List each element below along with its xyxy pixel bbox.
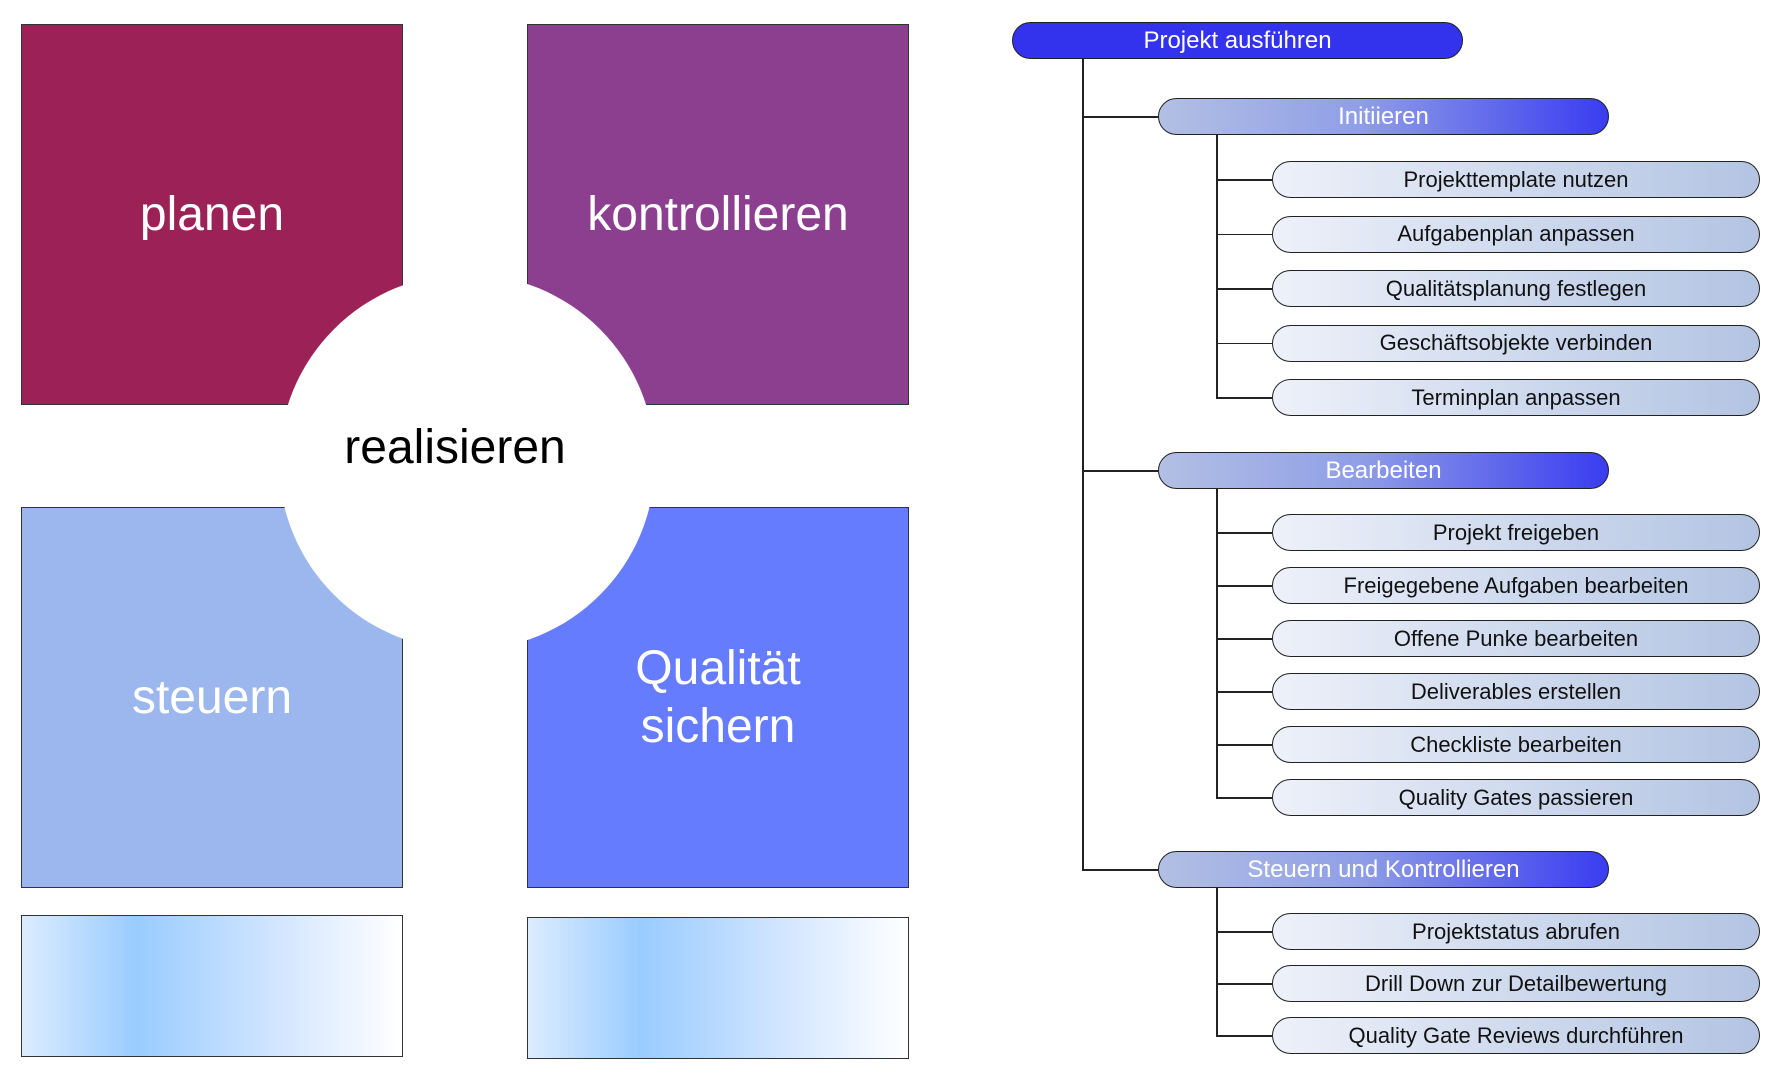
tree-item-label: Terminplan anpassen — [1411, 384, 1621, 410]
tree-item-label: Geschäftsobjekte verbinden — [1379, 330, 1653, 355]
tree-category-label: Initiieren — [1338, 102, 1429, 130]
tree-item-node: Terminplan anpassen — [1272, 379, 1760, 416]
category-connector-trunk — [1216, 489, 1218, 797]
quadrant-qualitaet-label: Qualität sichern — [635, 641, 801, 753]
quadrant-planen: planen — [21, 24, 403, 405]
quadrant-kontrollieren: kontrollieren — [527, 24, 909, 405]
center-circle — [279, 274, 655, 650]
tree-item-label: Drill Down zur Detailbewertung — [1364, 970, 1667, 996]
tree-item-label: Checkliste bearbeiten — [1410, 731, 1622, 757]
tree-item-node: Offene Punke bearbeiten — [1272, 620, 1760, 657]
tree-item-node: Drill Down zur Detailbewertung — [1272, 965, 1760, 1002]
tree-item-node: Projektstatus abrufen — [1272, 913, 1760, 950]
tree-item-label: Qualitätsplanung festlegen — [1385, 275, 1647, 301]
tree-item-node: Qualitätsplanung festlegen — [1272, 270, 1760, 307]
tree-item-label: Quality Gates passieren — [1398, 784, 1634, 810]
category-to-item-connector — [1216, 532, 1272, 534]
tree-item-node: Deliverables erstellen — [1272, 673, 1760, 710]
category-connector-trunk — [1216, 888, 1218, 1035]
tree-item-label: Quality Gate Reviews durchführen — [1348, 1022, 1684, 1048]
tree-root-node: Projekt ausführen — [1012, 22, 1463, 59]
tree-category-label: Steuern und Kontrollieren — [1247, 855, 1520, 883]
tree-root-label: Projekt ausführen — [1143, 26, 1332, 54]
tree-category-label: Bearbeiten — [1325, 456, 1442, 484]
tree-item-node: Geschäftsobjekte verbinden — [1272, 324, 1760, 362]
tree-item-label: Deliverables erstellen — [1410, 678, 1622, 704]
tree-item-node: Quality Gate Reviews durchführen — [1272, 1017, 1760, 1054]
category-connector-trunk — [1216, 135, 1218, 397]
quadrant-qualitaet-sichern: Qualität sichern — [527, 507, 909, 888]
category-to-item-connector — [1216, 983, 1272, 985]
category-to-item-connector — [1216, 744, 1272, 746]
tree-item-label: Aufgabenplan anpassen — [1397, 221, 1635, 246]
root-to-category-connector — [1082, 470, 1158, 472]
gradient-box-right — [527, 917, 909, 1059]
quadrant-planen-label: planen — [139, 187, 285, 241]
tree-category-node: Steuern und Kontrollieren — [1158, 851, 1609, 888]
category-to-item-connector — [1216, 342, 1272, 344]
tree-item-node: Quality Gates passieren — [1272, 779, 1760, 816]
quadrant-kontrollieren-label: kontrollieren — [587, 187, 849, 241]
category-to-item-connector — [1216, 691, 1272, 693]
tree-item-node: Freigegebene Aufgaben bearbeiten — [1272, 567, 1760, 604]
tree-item-node: Projekttemplate nutzen — [1272, 161, 1760, 198]
center-label: realisieren — [344, 421, 566, 474]
tree-item-node: Projekt freigeben — [1272, 514, 1760, 551]
tree-item-label: Freigegebene Aufgaben bearbeiten — [1343, 572, 1689, 598]
tree-item-label: Projekttemplate nutzen — [1403, 166, 1629, 192]
tree-category-node: Initiieren — [1158, 98, 1609, 135]
category-to-item-connector — [1216, 288, 1272, 290]
category-to-item-connector — [1216, 797, 1272, 799]
category-to-item-connector — [1216, 397, 1272, 399]
tree-item-node: Aufgabenplan anpassen — [1272, 215, 1760, 253]
category-to-item-connector — [1216, 931, 1272, 933]
gradient-box-left — [21, 915, 403, 1057]
category-to-item-connector — [1216, 233, 1272, 235]
category-to-item-connector — [1216, 179, 1272, 181]
category-to-item-connector — [1216, 585, 1272, 587]
tree-item-node: Checkliste bearbeiten — [1272, 726, 1760, 763]
tree-item-label: Offene Punke bearbeiten — [1393, 625, 1639, 651]
root-to-category-connector — [1082, 869, 1158, 871]
root-to-category-connector — [1082, 116, 1158, 118]
category-to-item-connector — [1216, 1035, 1272, 1037]
quadrant-steuern-label: steuern — [131, 670, 293, 724]
root-connector-trunk — [1082, 59, 1084, 870]
tree-item-label: Projekt freigeben — [1432, 519, 1600, 545]
category-to-item-connector — [1216, 638, 1272, 640]
tree-category-node: Bearbeiten — [1158, 452, 1609, 489]
tree-item-label: Projektstatus abrufen — [1412, 918, 1620, 944]
